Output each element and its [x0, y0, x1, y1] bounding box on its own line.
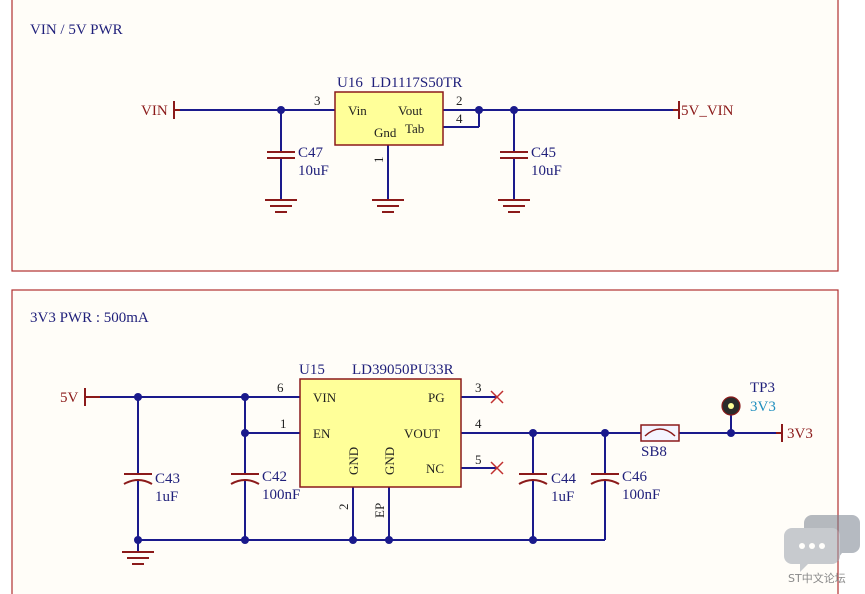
- junction-dot: [134, 393, 142, 401]
- watermark-text: ST中文论坛: [788, 571, 846, 585]
- u15-pin-num-6: 6: [277, 380, 284, 395]
- junction-dot: [475, 106, 483, 114]
- u16-pin-num-4: 4: [456, 111, 463, 126]
- c45-name: C45: [531, 145, 556, 161]
- tp3-net: 3V3: [750, 399, 776, 415]
- net-label-vin: VIN: [141, 103, 168, 119]
- junction-dot: [241, 429, 249, 437]
- c47-value: 10uF: [298, 163, 329, 179]
- c47-name: C47: [298, 145, 324, 161]
- u15-pin-num-3: 3: [475, 380, 482, 395]
- capacitor-c43: [123, 473, 153, 485]
- junction-dot: [529, 429, 537, 437]
- bottom-wires: [100, 396, 776, 552]
- junction-dot: [385, 536, 393, 544]
- capacitor-c45: [500, 151, 528, 159]
- u16-designator: U16: [337, 75, 363, 91]
- c43-name: C43: [155, 471, 180, 487]
- u16-pin-num-2: 2: [456, 93, 463, 108]
- 3v3-port: [776, 424, 783, 442]
- chat-bubble-icon: [784, 515, 860, 572]
- no-connect-icon: [490, 390, 504, 404]
- no-connect-icon: [490, 461, 504, 475]
- u16-pin-tab: Tab: [405, 121, 424, 136]
- u16-pin-num-3: 3: [314, 93, 321, 108]
- net-label-5v: 5V: [60, 390, 79, 406]
- u16-pin-vin: Vin: [348, 103, 367, 118]
- u15-pin-nc: NC: [426, 461, 444, 476]
- junction-dot: [529, 536, 537, 544]
- junction-dot: [727, 429, 735, 437]
- capacitor-c42: [230, 473, 260, 485]
- u15-pin-num-2: 2: [336, 504, 351, 511]
- sb8-name: SB8: [641, 444, 667, 460]
- u15-pin-gnd-1: GND: [346, 447, 361, 475]
- u15-pin-num-4: 4: [475, 416, 482, 431]
- u15-pin-vout: VOUT: [404, 426, 440, 441]
- c46-value: 100nF: [622, 487, 660, 503]
- c44-name: C44: [551, 471, 577, 487]
- junction-dot: [277, 106, 285, 114]
- junction-dot: [349, 536, 357, 544]
- c42-name: C42: [262, 469, 287, 485]
- u15-pin-ep: EP: [372, 503, 387, 518]
- ground-symbol-icon: [498, 199, 530, 213]
- capacitor-c46: [590, 473, 620, 485]
- ground-symbol-icon: [122, 551, 154, 565]
- c46-name: C46: [622, 469, 648, 485]
- u16-pin-vout: Vout: [398, 103, 423, 118]
- section-title-vin-5v: VIN / 5V PWR: [30, 22, 123, 38]
- tp3-name: TP3: [750, 380, 775, 396]
- u15-pin-pg: PG: [428, 390, 445, 405]
- junction-dot: [601, 429, 609, 437]
- u15-designator: U15: [299, 362, 325, 378]
- c44-value: 1uF: [551, 489, 574, 505]
- capacitor-c44: [518, 473, 548, 485]
- test-point-tp3: [721, 396, 741, 416]
- u15-pin-en: EN: [313, 426, 331, 441]
- junction-dot: [510, 106, 518, 114]
- u15-pin-gnd-2: GND: [382, 447, 397, 475]
- ground-symbol-icon: [265, 199, 297, 213]
- c43-value: 1uF: [155, 489, 178, 505]
- net-label-3v3: 3V3: [787, 426, 813, 442]
- junction-dot: [134, 536, 142, 544]
- u15-pin-num-1: 1: [280, 416, 287, 431]
- u15-pin-vin: VIN: [313, 390, 337, 405]
- ground-symbol-icon: [372, 199, 404, 213]
- u16-pin-gnd: Gnd: [374, 125, 397, 140]
- section-title-3v3: 3V3 PWR : 500mA: [30, 310, 149, 326]
- junction-dot: [241, 393, 249, 401]
- net-label-5v-vin: 5V_VIN: [681, 103, 734, 119]
- c45-value: 10uF: [531, 163, 562, 179]
- u15-pin-num-5: 5: [475, 452, 482, 467]
- u15-part-number: LD39050PU33R: [352, 362, 454, 378]
- capacitor-c47: [267, 151, 295, 159]
- u15-regulator: U15 LD39050PU33R VIN EN PG VOUT NC GND G…: [277, 362, 482, 518]
- u16-regulator: U16 LD1117S50TR Vin Vout Gnd Tab 3 2 4 1: [314, 75, 463, 163]
- u16-part-number: LD1117S50TR: [371, 75, 462, 91]
- 5v-vin-port: [673, 101, 680, 119]
- c42-value: 100nF: [262, 487, 300, 503]
- vin-port: [173, 101, 180, 119]
- solder-bridge-sb8: [640, 424, 680, 442]
- u16-pin-num-1: 1: [371, 157, 386, 164]
- junction-dot: [241, 536, 249, 544]
- 5v-port: [84, 388, 100, 406]
